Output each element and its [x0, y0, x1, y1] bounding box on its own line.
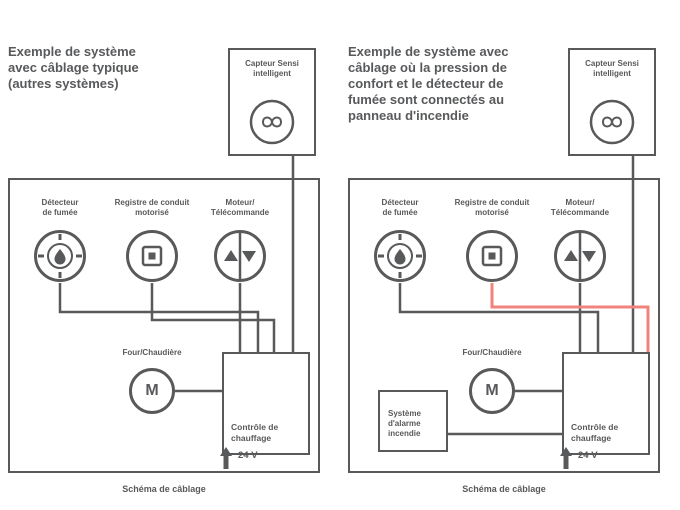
right-title-line3: confort et le détecteur de — [348, 76, 504, 91]
damper-label-line2: motorisé — [135, 208, 169, 217]
switch-label-right: Moteur/ Télécommande — [530, 198, 630, 218]
duct-damper-right — [466, 230, 518, 282]
control-label-left: Contrôle de chauffage — [231, 422, 278, 444]
duct-damper-icon — [141, 245, 163, 267]
right-title-line5: panneau d'incendie — [348, 108, 469, 123]
smoke-detector-right — [374, 230, 426, 282]
switch-right-line1: Moteur/ — [565, 198, 595, 207]
control-label-right: Contrôle de chauffage — [571, 422, 618, 444]
smart-sensor-label-right: Capteur Sensi intelligent — [570, 59, 654, 79]
control-label-line1: Contrôle de — [231, 422, 279, 432]
power-arrow-left — [220, 447, 232, 469]
smart-sensor-right-line1: Capteur Sensi — [585, 59, 639, 68]
power-arrow-right — [560, 447, 572, 469]
smoke-detector-icon — [38, 234, 82, 278]
right-title-line4: fumée sont connectés au — [348, 92, 505, 107]
switch-label-left: Moteur/ Télécommande — [190, 198, 290, 218]
switch-right-line2: Télécommande — [550, 208, 610, 217]
motor-left: M — [129, 368, 175, 414]
sensor-icon — [589, 99, 635, 145]
sensor-icon — [249, 99, 295, 145]
switch-right — [554, 230, 606, 282]
smart-sensor-box-right: Capteur Sensi intelligent — [568, 48, 656, 156]
control-right-line2: chauffage — [571, 433, 612, 443]
smoke-label-line1: Détecteur — [41, 198, 79, 207]
duct-damper-icon — [481, 245, 503, 267]
motor-right: M — [469, 368, 515, 414]
duct-damper-label-left: Registre de conduit motorisé — [97, 198, 207, 218]
left-diagram-panel — [8, 178, 320, 473]
fire-alarm-line1: Système — [388, 409, 421, 418]
fire-alarm-label: Système d'alarme incendie — [388, 409, 421, 439]
duct-damper-left — [126, 230, 178, 282]
up-down-switch-icon — [564, 233, 596, 279]
control-box-left: Contrôle de chauffage — [222, 352, 310, 455]
smart-sensor-label: Capteur Sensi intelligent — [230, 59, 314, 79]
smart-sensor-right-line2: intelligent — [593, 69, 631, 78]
left-panel-title: Exemple de système avec câblage typique … — [8, 44, 218, 92]
switch-label-line2: Télécommande — [210, 208, 270, 217]
power-label-left: 24 V — [238, 450, 258, 461]
smoke-label-line2: de fumée — [42, 208, 78, 217]
smoke-detector-label-right: Détecteur de fumée — [350, 198, 450, 218]
right-title-line2: câblage où la pression de — [348, 60, 507, 75]
right-diagram-panel — [348, 178, 660, 473]
motor-right-label-text: Four/Chaudière — [462, 348, 522, 357]
motor-letter: M — [145, 382, 159, 399]
smoke-detector-label-left: Détecteur de fumée — [10, 198, 110, 218]
fire-alarm-line3: incendie — [388, 429, 421, 438]
up-down-switch-icon — [224, 233, 256, 279]
power-label-right: 24 V — [578, 450, 598, 461]
right-caption: Schéma de câblage — [462, 484, 546, 494]
motor-label-text: Four/Chaudière — [122, 348, 182, 357]
smoke-detector-left — [34, 230, 86, 282]
fire-alarm-box: Système d'alarme incendie — [378, 390, 448, 452]
smoke-detector-icon — [378, 234, 422, 278]
smoke-right-line1: Détecteur — [381, 198, 419, 207]
switch-label-line1: Moteur/ — [225, 198, 255, 207]
left-title-line3: (autres systèmes) — [8, 76, 119, 91]
duct-damper-label-right: Registre de conduit motorisé — [437, 198, 547, 218]
smoke-right-line2: de fumée — [382, 208, 418, 217]
smart-sensor-label-line1: Capteur Sensi — [245, 59, 299, 68]
control-right-line1: Contrôle de — [571, 422, 619, 432]
damper-right-line2: motorisé — [475, 208, 509, 217]
switch-left — [214, 230, 266, 282]
damper-label-line1: Registre de conduit — [114, 198, 190, 207]
right-panel-title: Exemple de système avec câblage où la pr… — [348, 44, 558, 124]
motor-letter: M — [485, 382, 499, 399]
left-title-line1: Exemple de système — [8, 44, 136, 59]
fire-alarm-line2: d'alarme — [388, 419, 421, 428]
smart-sensor-label-line2: intelligent — [253, 69, 291, 78]
motor-label-left: Four/Chaudière — [92, 348, 212, 358]
smart-sensor-box: Capteur Sensi intelligent — [228, 48, 316, 156]
control-box-right: Contrôle de chauffage — [562, 352, 650, 455]
damper-right-line1: Registre de conduit — [454, 198, 530, 207]
left-title-line2: avec câblage typique — [8, 60, 139, 75]
control-label-line2: chauffage — [231, 433, 272, 443]
right-title-line1: Exemple de système avec — [348, 44, 509, 59]
motor-label-right: Four/Chaudière — [432, 348, 552, 358]
left-caption: Schéma de câblage — [122, 484, 206, 494]
